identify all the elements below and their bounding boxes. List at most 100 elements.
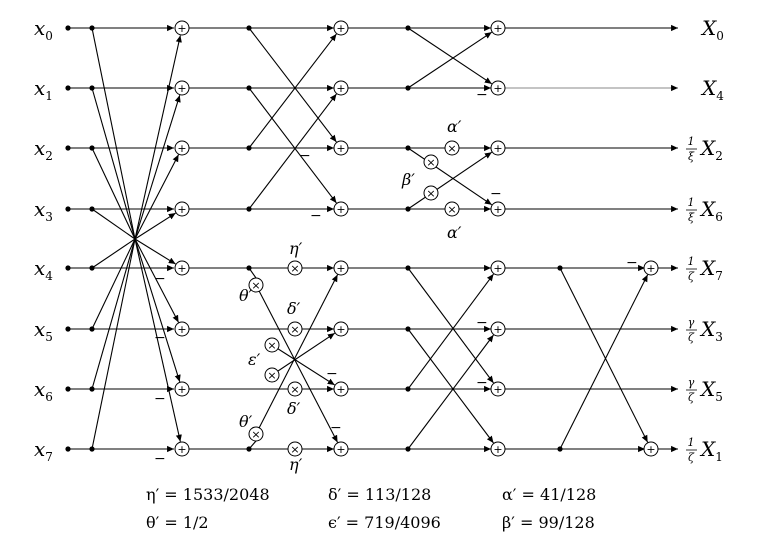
fraction-denominator: ζ <box>688 270 695 283</box>
adder-node: + <box>490 260 506 276</box>
adder-node: + <box>174 260 190 276</box>
adder-node: + <box>490 80 506 96</box>
signal-wire <box>407 334 494 450</box>
branch-dot <box>65 326 71 332</box>
minus-sign: − <box>154 451 166 467</box>
output-label: X6 <box>699 197 723 224</box>
signal-wire <box>248 27 337 143</box>
node-circle <box>287 321 303 337</box>
branch-dot <box>89 85 95 91</box>
output-subscript: 6 <box>715 210 723 224</box>
fraction-numerator: γ <box>688 316 695 329</box>
multiplier-node: × <box>248 426 264 442</box>
branch-dot <box>557 265 563 271</box>
branch-dot <box>246 206 252 212</box>
branch-dot <box>65 206 71 212</box>
output-subscript: 2 <box>715 149 723 163</box>
signal-wire <box>407 273 494 390</box>
node-circle <box>490 80 506 96</box>
node-circle <box>333 441 349 457</box>
adder-node: + <box>174 20 190 36</box>
branch-dot <box>89 386 95 392</box>
signal-wire <box>91 238 136 450</box>
signal-wires <box>68 24 678 453</box>
plus-sign: + <box>493 22 502 35</box>
branch-dot <box>89 25 95 31</box>
epsilon-label: ε′ <box>248 350 261 369</box>
multiplier-node: × <box>287 260 303 276</box>
fraction-denominator: ζ <box>688 331 695 344</box>
branch-dot <box>405 206 411 212</box>
node-circle <box>423 154 439 170</box>
output-subscript: 7 <box>715 269 723 283</box>
signal-wire <box>255 284 339 443</box>
multiplier-node: × <box>423 154 439 170</box>
output-scale-fraction: γζ <box>686 376 697 404</box>
node-circle <box>490 201 506 217</box>
adder-node: + <box>333 201 349 217</box>
input-subscript: 7 <box>45 450 53 464</box>
adder-node: + <box>174 381 190 397</box>
branch-dot <box>405 386 411 392</box>
node-circle <box>174 441 190 457</box>
multiplier-node: × <box>423 185 439 201</box>
signal-wire <box>407 27 493 85</box>
signal-wire <box>407 328 494 444</box>
input-subscript: 5 <box>45 330 53 344</box>
adder-node: + <box>490 20 506 36</box>
branch-dot <box>405 85 411 91</box>
signal-wire <box>91 87 136 240</box>
node-circle <box>643 441 659 457</box>
adder-node: + <box>333 20 349 36</box>
node-circle <box>264 337 280 353</box>
branch-dot <box>405 265 411 271</box>
signal-wire <box>134 238 182 442</box>
times-sign: × <box>426 156 435 169</box>
node-circle <box>287 441 303 457</box>
adder-node: + <box>174 201 190 217</box>
signal-wire <box>248 33 337 149</box>
signal-wire <box>91 27 136 240</box>
times-sign: × <box>267 369 276 382</box>
multiplier-node: × <box>248 277 264 293</box>
minus-sign: − <box>476 375 488 391</box>
input-label: x5 <box>34 317 53 344</box>
output-label: X2 <box>699 136 723 163</box>
output-subscript: 3 <box>715 330 723 344</box>
input-label: x0 <box>34 16 53 43</box>
branch-dot <box>65 446 71 452</box>
adder-node: + <box>333 381 349 397</box>
output-scale-fraction: γζ <box>686 316 697 344</box>
node-circle <box>174 381 190 397</box>
times-sign: × <box>251 279 260 292</box>
input-subscript: 6 <box>45 390 53 404</box>
plus-sign: + <box>336 262 345 275</box>
minus-sign: − <box>490 186 502 202</box>
times-sign: × <box>447 142 456 155</box>
fraction-numerator: 1 <box>688 436 695 449</box>
signal-wire <box>134 35 182 240</box>
constant-alpha: α′ = 41/128 <box>502 485 597 504</box>
node-circle <box>248 277 264 293</box>
adder-node: + <box>333 140 349 156</box>
node-circle <box>333 201 349 217</box>
branch-dot <box>89 446 95 452</box>
plus-sign: + <box>177 82 186 95</box>
fraction-denominator: ξ <box>688 150 695 163</box>
signal-wire <box>271 332 336 376</box>
node-circle <box>444 140 460 156</box>
branch-dot <box>405 145 411 151</box>
minus-sign: − <box>326 366 338 382</box>
signal-wire <box>407 151 493 210</box>
plus-sign: + <box>177 142 186 155</box>
input-label: x6 <box>34 377 53 404</box>
constant-eta: η′ = 1533/2048 <box>146 485 270 504</box>
node-circle <box>248 426 264 442</box>
branch-dot <box>405 446 411 452</box>
minus-sign: − <box>476 315 488 331</box>
node-circle <box>333 80 349 96</box>
fraction-denominator: ζ <box>688 391 695 404</box>
node-circle <box>444 201 460 217</box>
node-circle <box>264 367 280 383</box>
fraction-numerator: 1 <box>688 255 695 268</box>
